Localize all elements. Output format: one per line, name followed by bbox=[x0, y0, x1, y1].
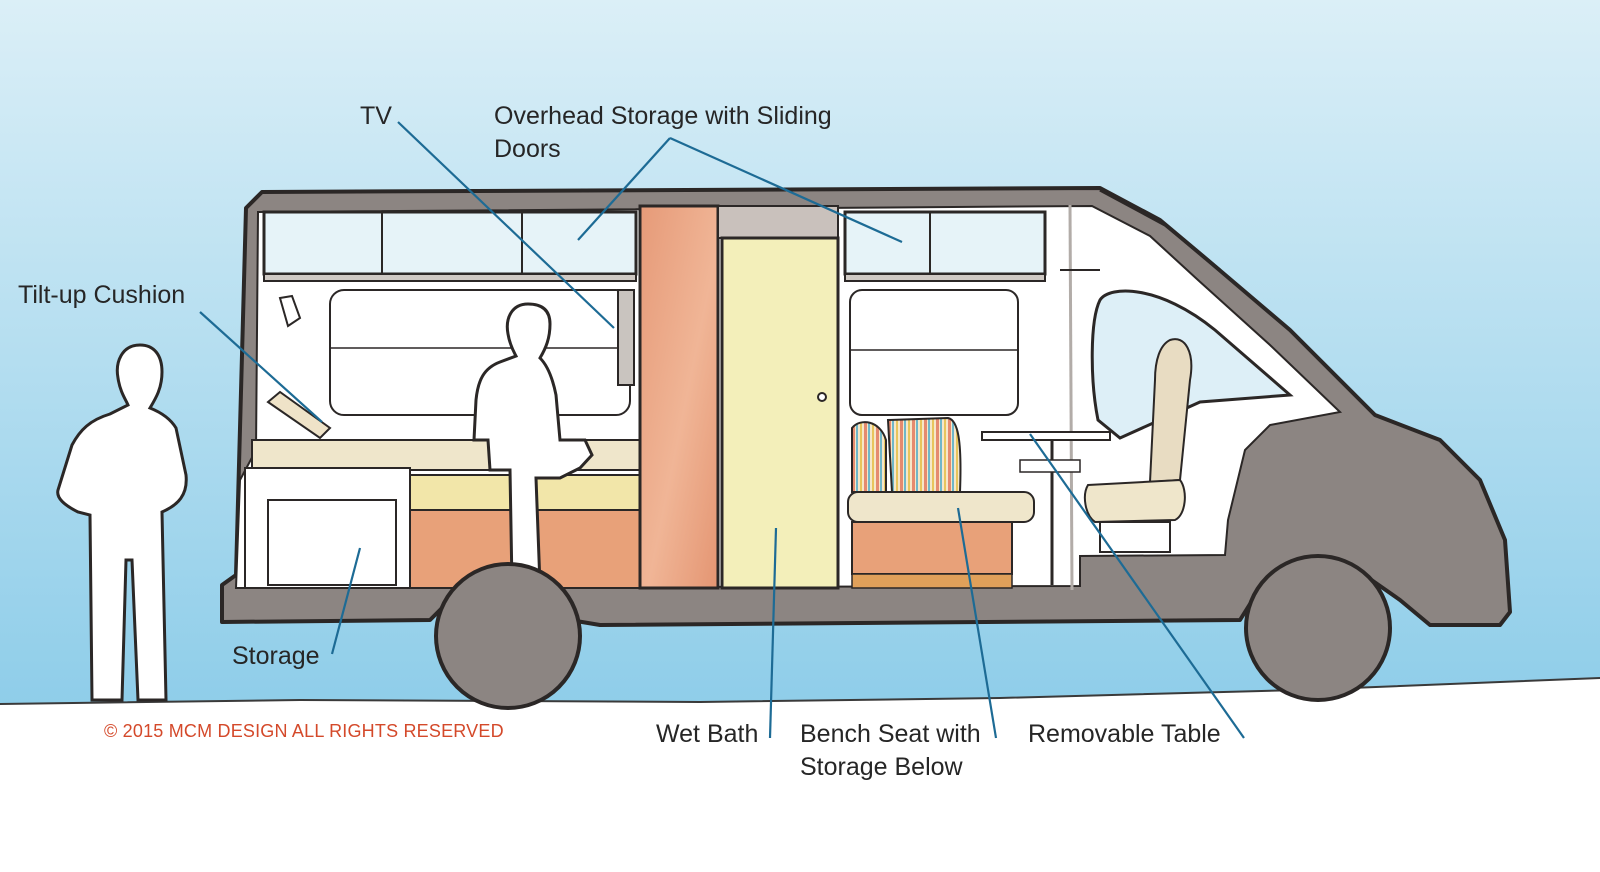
label-storage: Storage bbox=[232, 642, 320, 670]
label-removable-table: Removable Table bbox=[1028, 720, 1221, 748]
removable-table bbox=[981, 431, 1111, 585]
label-tilt-up-cushion: Tilt-up Cushion bbox=[18, 281, 186, 309]
leader-overhead-storage-left bbox=[577, 137, 671, 241]
person-silhouette-outside bbox=[56, 343, 188, 702]
copyright-notice: © 2015 MCM DESIGN ALL RIGHTS RESERVED bbox=[104, 721, 504, 741]
wall-lamp bbox=[278, 294, 302, 328]
tv-panel bbox=[617, 289, 635, 386]
leader-storage bbox=[330, 547, 362, 655]
label-bench-seat-line2: Storage Below bbox=[800, 753, 963, 781]
label-overhead-storage-line2: Doors bbox=[494, 135, 561, 163]
wet-bath-door bbox=[720, 236, 840, 590]
driver-seat bbox=[1083, 338, 1193, 553]
leader-overhead-storage-right bbox=[669, 136, 903, 244]
rear-wheel bbox=[434, 562, 582, 710]
door-handle bbox=[817, 392, 827, 402]
leader-wet-bath bbox=[768, 527, 778, 739]
label-tv: TV bbox=[360, 102, 392, 130]
leader-bench-seat bbox=[956, 507, 998, 739]
label-wet-bath: Wet Bath bbox=[656, 720, 759, 748]
ground bbox=[0, 678, 1600, 872]
label-overhead-storage-line1: Overhead Storage with Sliding bbox=[494, 102, 832, 130]
leader-removable-table bbox=[1029, 433, 1245, 739]
wet-bath-wall bbox=[638, 204, 720, 590]
leader-tv bbox=[397, 121, 615, 329]
leader-tilt-up-cushion bbox=[199, 311, 323, 423]
front-wheel bbox=[1244, 554, 1392, 702]
leader-lines bbox=[199, 121, 1245, 739]
label-bench-seat-line1: Bench Seat with bbox=[800, 720, 981, 748]
wet-bath-header bbox=[717, 205, 839, 239]
bench-seat bbox=[847, 416, 1035, 589]
overhead-cabinets bbox=[262, 210, 1047, 282]
side-windows bbox=[329, 289, 1019, 416]
